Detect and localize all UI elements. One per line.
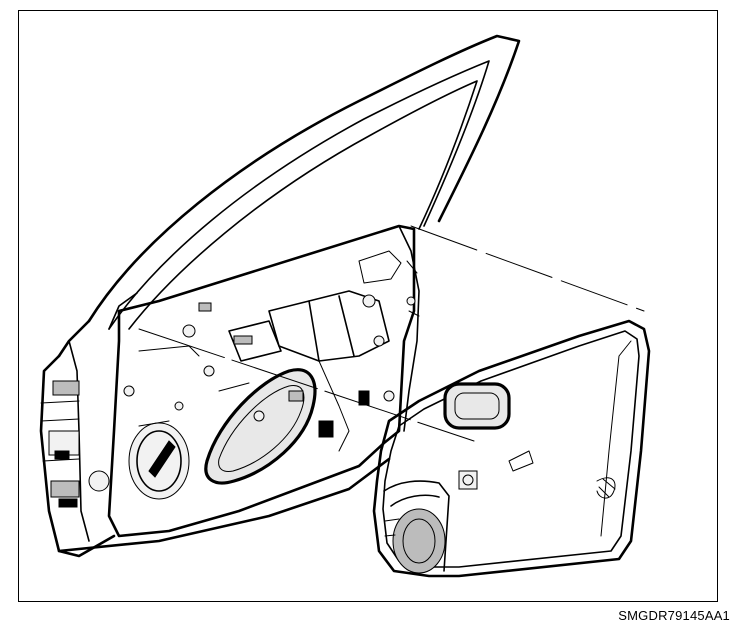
door-trim-panel (372, 319, 651, 578)
service-hole-seal (204, 368, 317, 485)
door-assembly-illustration (39, 34, 651, 578)
upper-hinge (52, 380, 80, 396)
lower-hinge (50, 480, 80, 498)
speaker-grille (392, 508, 446, 574)
diagram-frame (18, 10, 718, 602)
inside-handle-recess (443, 382, 511, 430)
door-frame (39, 34, 521, 558)
figure-code: SMGDR79145AA1 (618, 608, 730, 623)
assembly-leader-lines (138, 225, 645, 442)
lock-switch-bezel (458, 470, 478, 490)
trim-fastener (596, 477, 616, 499)
